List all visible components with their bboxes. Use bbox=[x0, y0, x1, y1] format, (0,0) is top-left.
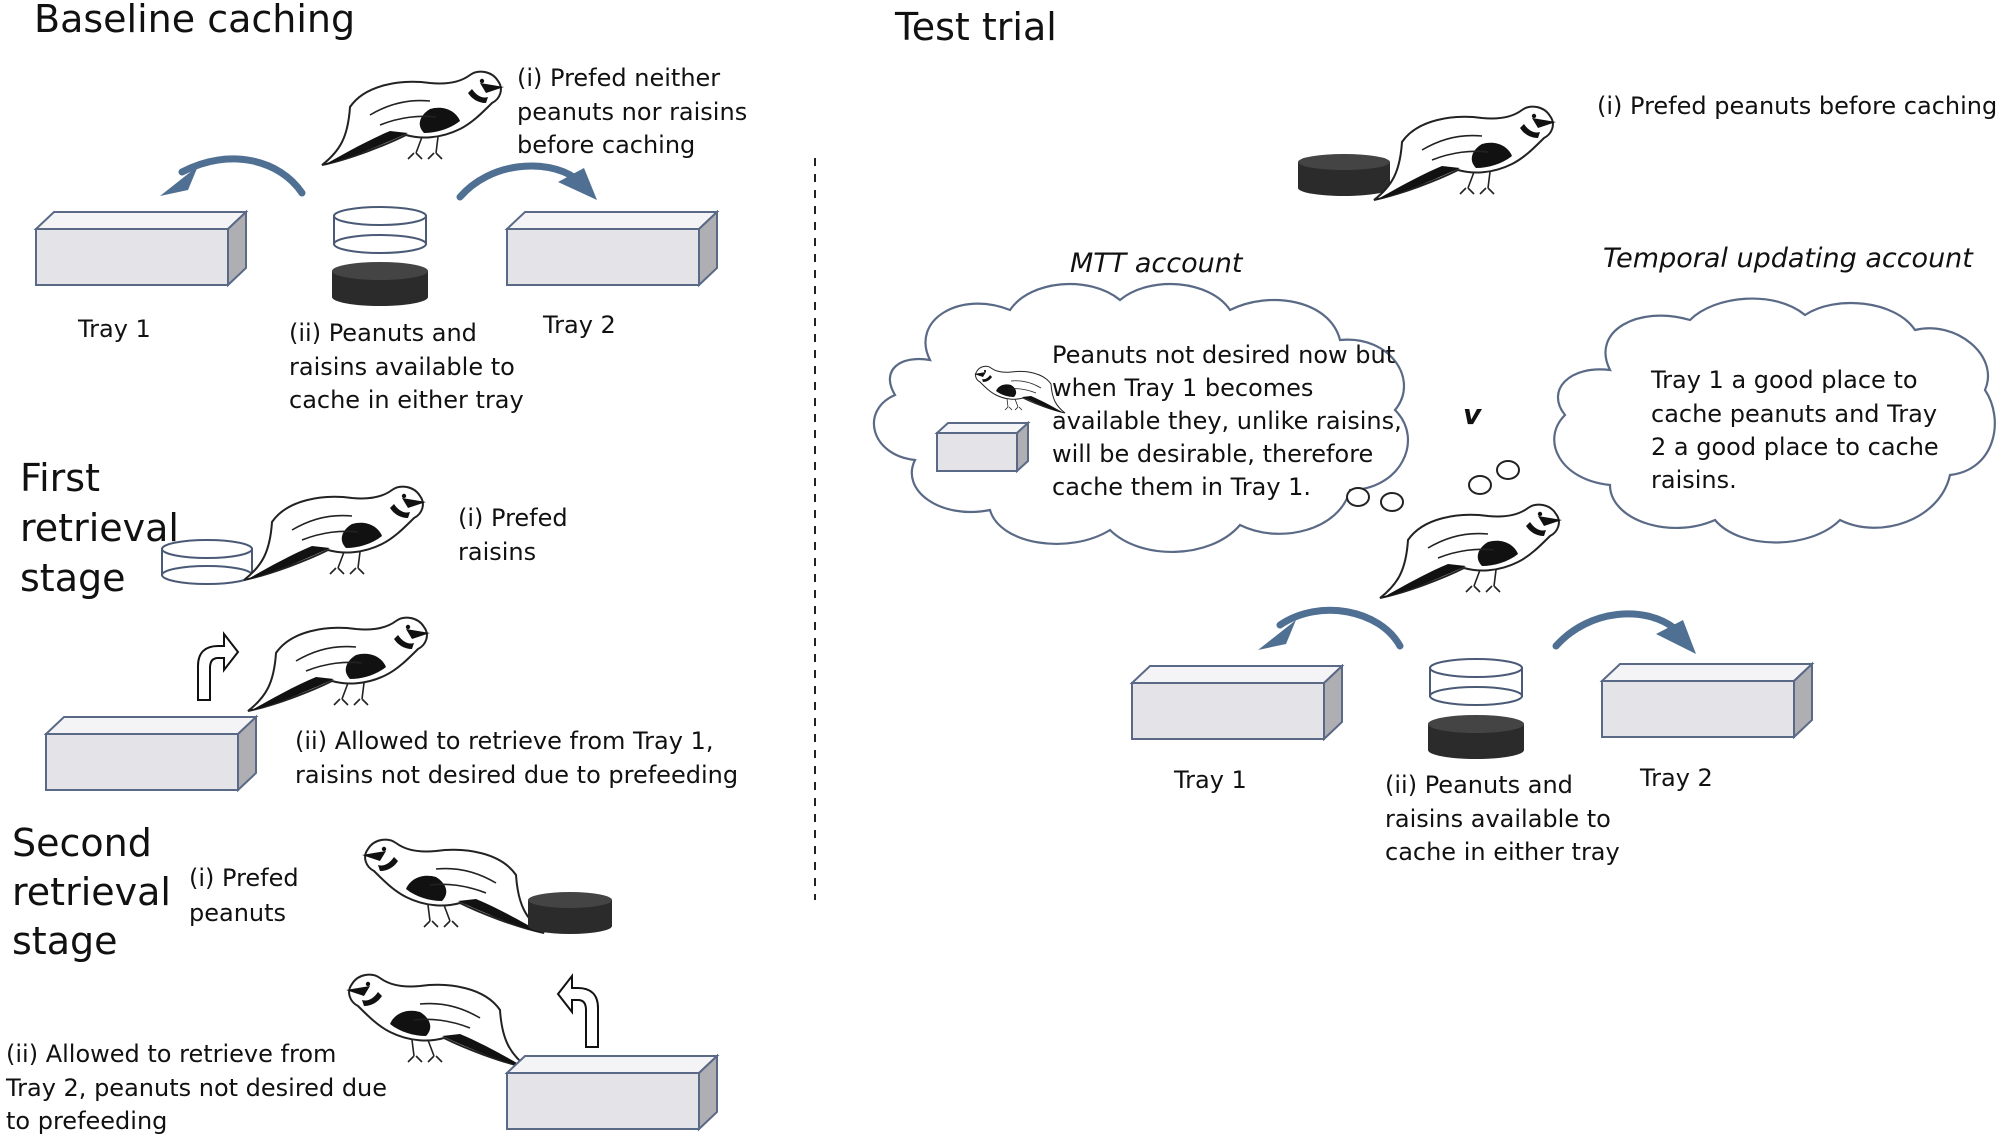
second-allowed-text: (ii) Allowed to retrieve from Tray 2, pe… bbox=[5, 1040, 395, 1135]
bird-test-thinking bbox=[1379, 503, 1563, 599]
second-retrieve-arrow bbox=[556, 973, 599, 1048]
thought-bubble bbox=[1468, 475, 1492, 495]
baseline-prefed-text: (i) Prefed neither peanuts nor raisins b… bbox=[517, 64, 755, 159]
baseline-raisin-dish bbox=[333, 206, 427, 254]
bird-first-retrieve bbox=[247, 616, 431, 712]
test-peanut-dish bbox=[1298, 154, 1390, 196]
temporal-thought-cloud bbox=[1553, 297, 1996, 544]
versus-label: v bbox=[1463, 398, 1482, 431]
second-tray-2 bbox=[504, 1053, 720, 1132]
first-allowed-text: (ii) Allowed to retrieve from Tray 1, ra… bbox=[295, 727, 738, 789]
test-arrow-left bbox=[1258, 606, 1404, 650]
thought-bubble bbox=[1346, 487, 1370, 507]
mtt-account-text: Peanuts not desired now but when Tray 1 … bbox=[1052, 341, 1409, 501]
temporal-account-title: Temporal updating account bbox=[1603, 243, 1974, 274]
first-tray-1 bbox=[43, 714, 259, 793]
baseline-tray-2 bbox=[504, 209, 720, 288]
test-raisin-dish bbox=[1429, 658, 1523, 706]
baseline-tray-1 bbox=[33, 209, 249, 288]
test-tray-2-label: Tray 2 bbox=[1639, 764, 1713, 792]
test-available-text: (ii) Peanuts and raisins available to ca… bbox=[1385, 771, 1620, 866]
bird-second-prefed bbox=[362, 840, 544, 933]
second-peanut-dish bbox=[528, 892, 612, 934]
test-tray-2 bbox=[1599, 661, 1815, 740]
baseline-title: Baseline caching bbox=[34, 0, 355, 41]
baseline-arrow-left bbox=[160, 155, 306, 197]
thought-bubble bbox=[1496, 460, 1520, 480]
bird-test-prefed bbox=[1373, 105, 1557, 201]
test-prefed-text: (i) Prefed peanuts before caching bbox=[1597, 92, 1997, 120]
bird-second-retrieve bbox=[346, 975, 528, 1068]
second-prefed-text: (i) Prefed peanuts bbox=[189, 864, 306, 927]
test-tray-1 bbox=[1129, 663, 1345, 742]
baseline-available-text: (ii) Peanuts and raisins available to ca… bbox=[289, 319, 524, 414]
baseline-tray-2-label: Tray 2 bbox=[542, 311, 616, 339]
test-arrow-right bbox=[1552, 610, 1696, 654]
mtt-account-title: MTT account bbox=[1070, 248, 1244, 279]
baseline-arrow-right bbox=[456, 162, 597, 201]
bird-first-prefed bbox=[243, 485, 427, 581]
thought-bubble bbox=[1380, 492, 1404, 512]
bird-baseline bbox=[321, 70, 505, 166]
baseline-peanut-dish bbox=[332, 262, 428, 306]
baseline-tray-1-label: Tray 1 bbox=[77, 315, 151, 343]
test-tray-1-label: Tray 1 bbox=[1173, 766, 1247, 794]
test-trial-title: Test trial bbox=[894, 5, 1057, 49]
temporal-account-text: Tray 1 a good place to cache peanuts and… bbox=[1650, 366, 1946, 494]
second-retrieval-title: Second retrieval stage bbox=[12, 821, 183, 963]
first-retrieve-arrow bbox=[197, 631, 240, 701]
first-retrieval-title: First retrieval stage bbox=[20, 456, 191, 600]
first-prefed-text: (i) Prefed raisins bbox=[458, 504, 575, 566]
mtt-thought-tray bbox=[934, 420, 1031, 474]
first-raisin-dish bbox=[161, 539, 253, 585]
test-peanut-dish-tray bbox=[1428, 715, 1524, 759]
